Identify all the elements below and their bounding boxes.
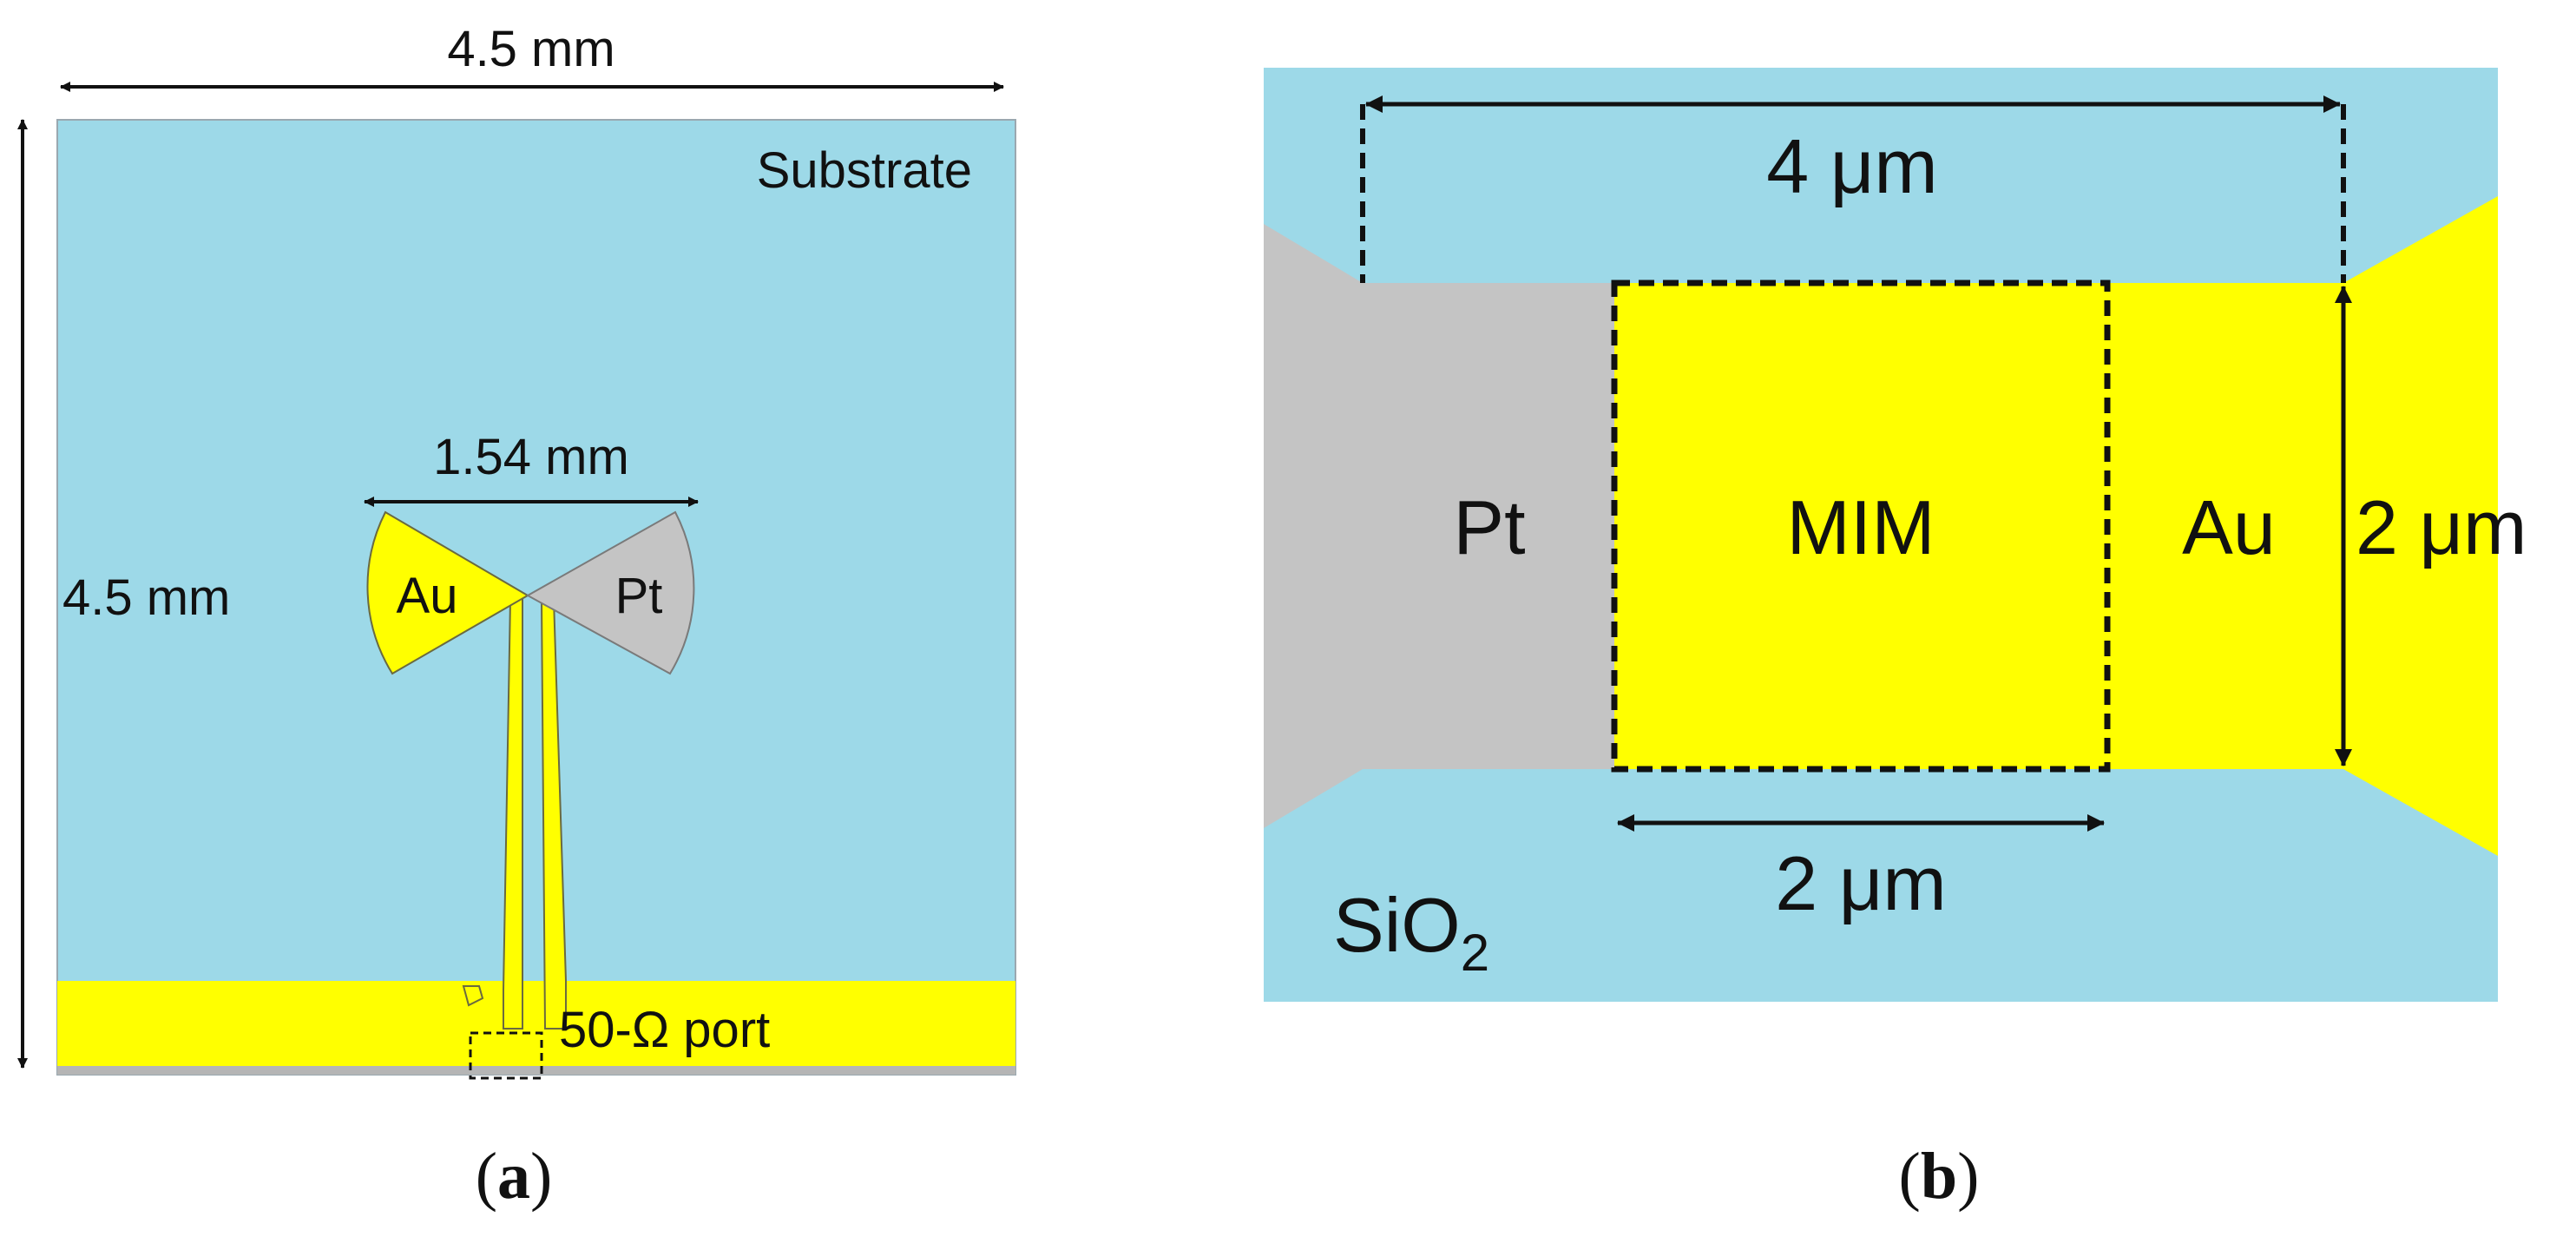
caption-b: (b) [1899, 1140, 1980, 1213]
au-label: Au [2182, 484, 2276, 570]
port-box [469, 1031, 543, 1080]
span-label: 1.54 mm [433, 429, 629, 485]
pt-label: Pt [1453, 484, 1525, 570]
panel-b: 4 μm MIM Pt Au 2 μm 2 μm SiO2 (b) [1264, 68, 2527, 1213]
top-dimension-label: 4 μm [1766, 123, 1937, 209]
ground-strip [57, 981, 1015, 1066]
bowtie-wing-au [366, 510, 529, 675]
pt-electrode [1264, 224, 1614, 828]
mim-label: MIM [1786, 484, 1935, 570]
height-label: 4.5 mm [62, 569, 230, 626]
height-dimension-label: 2 μm [2356, 484, 2527, 570]
pt-wing-label: Pt [615, 568, 663, 624]
substrate-label: Substrate [757, 142, 972, 199]
caption-a: (a) [476, 1140, 553, 1213]
port-label: 50-Ω port [559, 1002, 770, 1058]
feed-tab [462, 985, 484, 1007]
mim-width-label: 2 μm [1775, 840, 1946, 926]
width-label: 4.5 mm [447, 21, 614, 77]
au-wing-label: Au [397, 568, 458, 624]
mim-dashed-outline [1611, 280, 2111, 773]
mim-region [1614, 283, 2107, 769]
panel-a: 4.5 mm 4.5 mm Substrate 1.54 mm Au Pt 50… [17, 21, 1016, 1213]
au-electrode [2107, 196, 2498, 856]
bowtie-wing-pt [525, 510, 695, 675]
substrate-bottom-edge [57, 1066, 1015, 1075]
sio2-label: SiO2 [1333, 882, 1489, 982]
